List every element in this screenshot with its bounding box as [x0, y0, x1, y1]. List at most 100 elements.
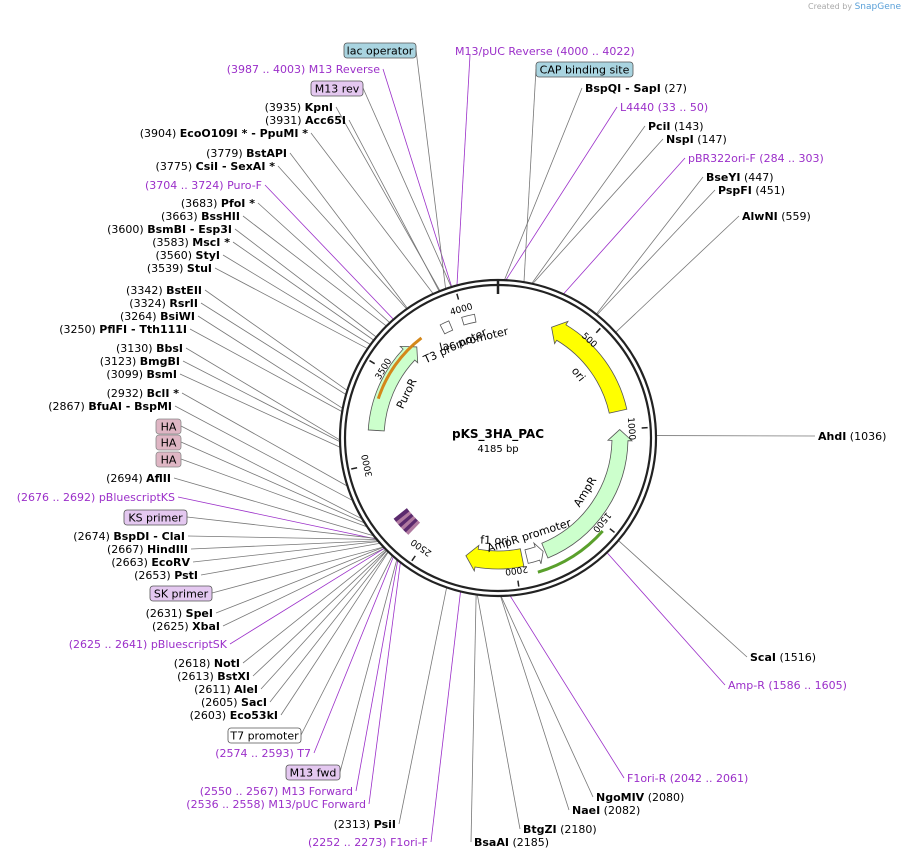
box-label-text: HA: [161, 421, 177, 434]
svg-text:BtgZI (2180): BtgZI (2180): [523, 823, 597, 836]
label-suffix: - ClaI: [149, 530, 185, 543]
box-label-text: M13 fwd: [290, 767, 337, 780]
label-name: BstEII: [166, 284, 202, 297]
label-amp-r: Amp-R (1586 .. 1605): [728, 679, 847, 692]
svg-text:(3130) BbsI: (3130) BbsI: [116, 342, 183, 355]
svg-text:(2613) BstXI: (2613) BstXI: [177, 670, 250, 683]
box-label-m13-fwd: M13 fwd: [285, 764, 341, 781]
ring-tick: [595, 327, 601, 334]
label-name: BspDI: [113, 530, 149, 543]
svg-text:(2550 .. 2567) M13 Forward: (2550 .. 2567) M13 Forward: [200, 785, 353, 798]
leader-line: [174, 405, 354, 502]
leader-line: [313, 556, 394, 754]
label-ahdi: AhdI (1036): [818, 430, 886, 443]
feature-lac-promoter: [461, 313, 477, 326]
leader-line: [368, 562, 401, 805]
leader-line: [430, 591, 461, 843]
svg-text:ScaI (1516): ScaI (1516): [750, 651, 816, 664]
svg-text:AlwNI (559): AlwNI (559): [742, 210, 811, 223]
label-name: PciI: [648, 120, 670, 133]
label-suffix: - SexAI *: [218, 160, 275, 173]
label-bsaai: BsaAI (2185): [474, 836, 549, 849]
label-pos: (3775): [156, 160, 196, 173]
label-pos: (2611): [194, 683, 234, 696]
label-pos: (2625 .. 2641): [69, 638, 151, 651]
label-pos: (2867): [48, 400, 88, 413]
svg-text:(2618) NotI: (2618) NotI: [174, 657, 240, 670]
leader-line: [531, 125, 646, 284]
leader-line: [242, 549, 387, 664]
mcs-glyph: [395, 510, 412, 525]
label-pos: (3683): [181, 197, 221, 210]
label-name: NotI: [214, 657, 240, 670]
label-name: NgoMIV: [596, 791, 645, 804]
leader-line: [257, 202, 391, 324]
leader-line: [300, 555, 393, 736]
label-name: PspFI: [718, 184, 752, 197]
label-pos: (2185): [509, 836, 549, 849]
leader-line: [615, 215, 740, 333]
box-label-m13-rev: M13 rev: [310, 80, 364, 97]
label-bsiwi: (3264) BsiWI: [120, 310, 195, 323]
label-name: BsmI: [147, 368, 178, 381]
ring-tick: [351, 467, 358, 470]
svg-text:(2625) XbaI: (2625) XbaI: [152, 620, 220, 633]
svg-text:(3099) BsmI: (3099) BsmI: [106, 368, 177, 381]
svg-text:NspI (147): NspI (147): [666, 133, 727, 146]
label-acc65i: (3931) Acc65I: [265, 114, 346, 127]
leader-line: [252, 549, 387, 677]
leader-line: [179, 373, 341, 448]
svg-text:M13/pUC Reverse (4000 ..: M13/pUC Reverse (4000 .. 4022): [455, 45, 635, 58]
svg-text:(3779) BstAPI: (3779) BstAPI: [206, 147, 287, 160]
label-bstapi: (3779) BstAPI: [206, 147, 287, 160]
mcs-glyph: [402, 517, 418, 533]
label-suffix: - BspMI: [122, 400, 172, 413]
label-name: NspI: [666, 133, 694, 146]
label-pos: (1586 .. 1605): [765, 679, 847, 692]
leader-line: [339, 559, 398, 773]
label-pos: (1516): [776, 651, 816, 664]
svg-text:BseYI (447): BseYI (447): [706, 171, 774, 184]
feature-f1-ori: [465, 544, 525, 573]
label-pos: (2080): [644, 791, 684, 804]
svg-text:(2674) BspDI - ClaI: (2674) BspDI - ClaI: [73, 530, 185, 543]
svg-text:(2653) PstI: (2653) PstI: [134, 569, 198, 582]
leader-line: [173, 477, 375, 537]
label-name: BsaAI: [474, 836, 509, 849]
label-name: PstI: [174, 569, 198, 582]
leader-line: [181, 392, 348, 487]
label-bcli: (2932) BclI *: [107, 387, 180, 400]
label-pos: (3583): [152, 236, 192, 249]
label-nspi: NspI (147): [666, 133, 727, 146]
label-pos: (4000 .. 4022): [553, 45, 635, 58]
label-name: PsiI: [374, 818, 396, 831]
leader-line: [504, 87, 583, 281]
svg-text:(2603) Eco53kI: (2603) Eco53kI: [190, 709, 278, 722]
label-aflii: (2694) AflII: [106, 472, 171, 485]
leader-line: [415, 49, 447, 289]
label-name: BsmBI: [147, 223, 186, 236]
leader-line: [505, 106, 618, 281]
label-suffix: - Tth111I: [127, 323, 187, 336]
svg-text:(2611) AleI: (2611) AleI: [194, 683, 258, 696]
svg-text:(2932) BclI *: (2932) BclI *: [107, 387, 180, 400]
leader-line: [500, 595, 570, 811]
leader-line: [234, 228, 377, 338]
feature-label: ori: [569, 365, 588, 384]
label-pflfi: (3250) PflFI - Tth111I: [59, 323, 187, 336]
svg-text:(3560) StyI: (3560) StyI: [155, 249, 220, 262]
box-label-cap-binding-site: CAP binding site: [535, 61, 634, 78]
svg-text:(3250) PflFI - Tth111I: (3250) PflFI - Tth111I: [59, 323, 187, 336]
leader-line: [280, 551, 389, 716]
box-label-text: lac operator: [347, 45, 414, 58]
leader-line: [523, 68, 537, 283]
leader-line: [382, 68, 453, 288]
label-suffix: - SapI: [621, 82, 661, 95]
leader-line: [618, 540, 748, 658]
leader-line: [355, 560, 399, 792]
label-ecoo109i: (3904) EcoO109I * - PpuMI *: [140, 127, 309, 140]
label-pos: (3904): [140, 127, 180, 140]
leader-line: [232, 241, 375, 341]
label-pos: (2536 .. 2558): [186, 798, 268, 811]
svg-text:Amp-R (1586 .. 1605): Amp-R (1586 .. 1605): [728, 679, 847, 692]
